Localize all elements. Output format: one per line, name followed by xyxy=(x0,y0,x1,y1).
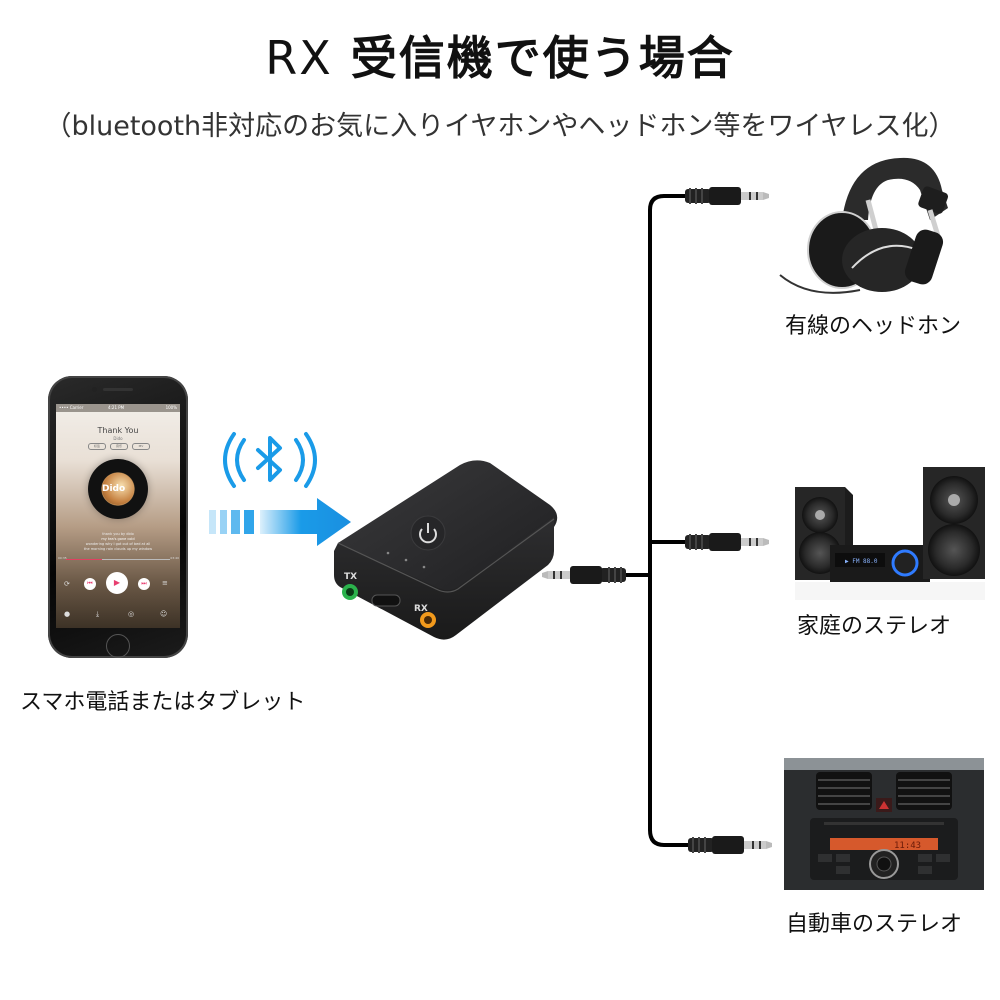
svg-text:▶ FM 88.0: ▶ FM 88.0 xyxy=(845,558,878,565)
title-text: 受信機で使う場合 xyxy=(350,31,735,85)
share-icon[interactable]: ● xyxy=(64,610,71,618)
playback-controls: ⟳ ⏮ ▶ ⏭ ≡ xyxy=(56,572,180,596)
car-display: 11:43 xyxy=(894,841,921,851)
comment-icon[interactable]: ☺ xyxy=(160,610,168,618)
next-button[interactable]: ⏭ xyxy=(138,578,150,590)
lyric-line: the morning rain clouds up my window xyxy=(83,547,153,551)
status-bar: •••• Carrier 4:21 PM 100% xyxy=(56,404,180,412)
front-camera xyxy=(92,387,97,392)
output-label-home-stereo: 家庭のステレオ xyxy=(797,614,952,639)
playlist-icon[interactable]: ≡ xyxy=(162,579,168,587)
usb-c-port xyxy=(371,594,401,607)
previous-button[interactable]: ⏮ xyxy=(84,578,96,590)
power-icon xyxy=(419,523,437,544)
battery: 100% xyxy=(165,405,177,410)
time-elapsed: 00:35 xyxy=(58,556,67,560)
carrier: •••• Carrier xyxy=(59,405,84,410)
lyric-line: wondering why I got out of bed at all xyxy=(85,542,151,546)
jack-plug-car xyxy=(688,836,772,854)
progress-fill xyxy=(66,559,103,560)
repeat-icon[interactable]: ⟳ xyxy=(64,580,70,588)
lyrics: thank you by dido my tea's gone cold won… xyxy=(56,532,180,552)
branch-cable-bottom xyxy=(648,560,688,847)
tag-pill[interactable]: 音乐 xyxy=(110,443,128,450)
song-title: Thank You xyxy=(97,426,139,435)
jack-plug-stereo xyxy=(685,533,769,551)
smartphone: •••• Carrier 4:21 PM 100% Thank You Dido… xyxy=(48,376,188,658)
subtitle: （bluetooth非対応のお気に入りイヤホンやヘッドホン等をワイヤレス化） xyxy=(44,111,956,142)
home-stereo-image: ▶ FM 88.0 xyxy=(795,467,985,600)
timer-icon[interactable]: ◎ xyxy=(128,610,135,618)
arrow-right-icon xyxy=(209,498,351,546)
output-label-headphones: 有線のヘッドホン xyxy=(785,314,962,339)
time-total: 03:40 xyxy=(170,556,179,560)
lyric-line: my tea's gone cold xyxy=(101,537,135,541)
artist-name: Dido xyxy=(113,436,123,441)
vinyl-record: Dido xyxy=(88,459,148,519)
bluetooth-icon xyxy=(223,432,317,488)
play-button[interactable]: ▶ xyxy=(106,572,128,594)
tag-pill[interactable]: 标签 xyxy=(88,443,106,450)
car-dashboard: 11:43 xyxy=(784,758,984,890)
lyric-line: thank you by dido xyxy=(102,532,134,536)
main-cable xyxy=(648,194,685,578)
output-label-car-stereo: 自動車のステレオ xyxy=(786,912,963,937)
tag-pill[interactable]: MV xyxy=(132,443,150,450)
album-art: Dido xyxy=(102,473,134,505)
headphones-image xyxy=(779,157,949,294)
download-icon[interactable]: ⤓ xyxy=(96,610,100,618)
car-stereo-image: 11:43 xyxy=(784,758,984,890)
playback-progress[interactable]: 00:35 03:40 xyxy=(58,556,179,560)
rx-label: RX xyxy=(414,604,428,614)
home-button[interactable] xyxy=(106,634,130,658)
title-prefix: RX xyxy=(265,31,333,85)
jack-plug-headphones xyxy=(685,187,769,205)
source-label: スマホ電話またはタブレット xyxy=(20,690,306,715)
phone-screen: •••• Carrier 4:21 PM 100% Thank You Dido… xyxy=(56,404,180,628)
bluetooth-receiver: TX RX xyxy=(334,460,558,640)
tag-pills: 标签 音乐 MV xyxy=(88,443,150,450)
status-time: 4:21 PM xyxy=(108,405,125,410)
phone-speaker xyxy=(103,388,133,391)
page-title: RX 受信機で使う場合 xyxy=(0,22,1000,88)
tx-label: TX xyxy=(344,572,357,582)
